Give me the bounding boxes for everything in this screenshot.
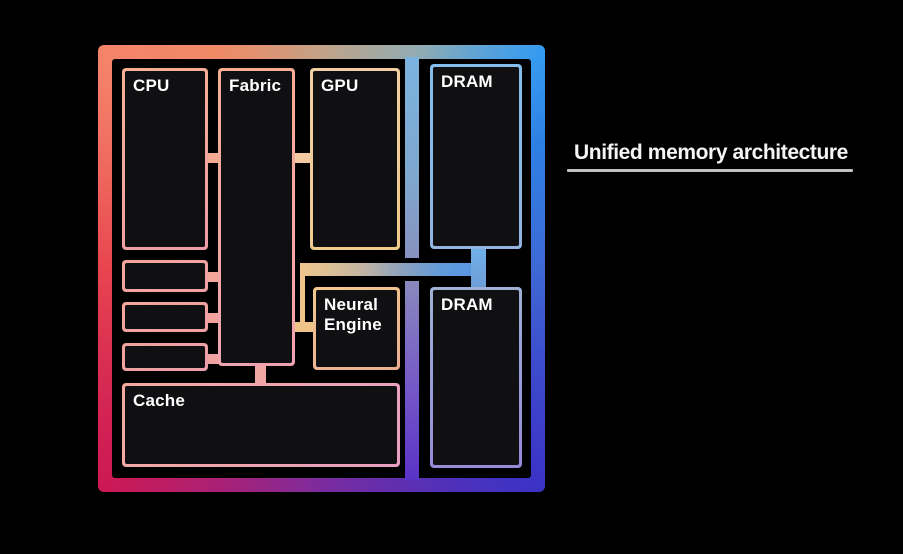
connector-cpu-fabric (207, 153, 219, 163)
unlabeled-block-3 (122, 343, 208, 371)
connector-fabric-gpu (294, 153, 311, 163)
block-fabric-label: Fabric (229, 76, 282, 95)
block-neural-engine-label: Neural Engine (324, 295, 382, 334)
block-dram-bottom: DRAM (430, 287, 522, 468)
caption-text: Unified memory architecture (574, 141, 848, 164)
block-neural-engine: Neural Engine (313, 287, 400, 370)
unlabeled-block-2 (122, 302, 208, 332)
block-cpu: CPU (122, 68, 208, 250)
connector-small-block-1 (207, 272, 219, 282)
unlabeled-block-1 (122, 260, 208, 292)
caption-underline (567, 169, 853, 172)
connector-fabric-cache (255, 364, 266, 384)
chip-package-frame: CPU Fabric GPU DRAM Neural Engine DRAM C… (98, 45, 545, 492)
block-gpu-label: GPU (321, 76, 359, 95)
block-dram-top-label: DRAM (441, 72, 493, 91)
block-cache-label: Cache (133, 391, 186, 410)
block-gpu: GPU (310, 68, 400, 250)
connector-fabric-neural-engine (294, 322, 314, 332)
connector-small-block-2 (207, 313, 219, 323)
connector-bus-elbow (300, 269, 305, 327)
caption: Unified memory architecture (567, 140, 857, 172)
memory-bus (300, 263, 480, 276)
block-cache: Cache (122, 383, 400, 467)
block-fabric: Fabric (218, 68, 295, 366)
bus-divider-gap-top (401, 258, 423, 263)
block-dram-top: DRAM (430, 64, 522, 249)
block-dram-bottom-label: DRAM (441, 295, 493, 314)
block-cpu-label: CPU (133, 76, 170, 95)
connector-dram-stub (471, 249, 486, 287)
connector-small-block-3 (207, 354, 219, 364)
bus-divider-gap-bottom (401, 276, 423, 281)
